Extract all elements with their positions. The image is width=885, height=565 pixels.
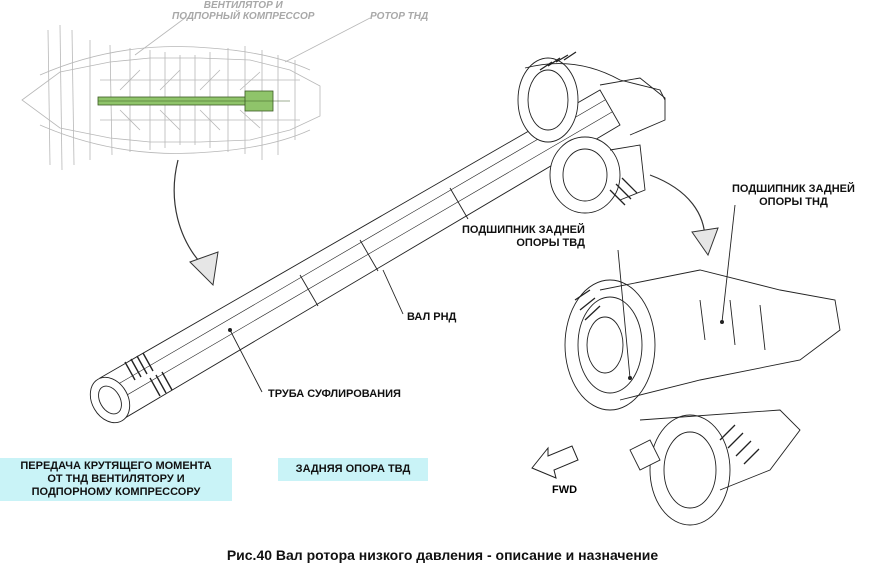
vent-tube-leader-dot [228, 328, 232, 332]
hpt-bearing-leader-dot [628, 376, 632, 380]
hpt-bearing-leader-line [617, 249, 631, 379]
fwd-label: FWD [552, 484, 578, 496]
lpt-rotor-drawing [517, 51, 666, 214]
lp-shaft-drawing [89, 89, 621, 424]
lp-shaft-leader-line [382, 269, 404, 315]
hpt-bearing-label: ПОДШИПНИК ЗАДНЕЙ ОПОРЫ ТВД [462, 224, 585, 249]
vent-tube-label: ТРУБА СУФЛИРОВАНИЯ [268, 388, 401, 400]
curved-arrow-left [173, 159, 219, 287]
figure-caption: Рис.40 Вал ротора низкого давления - опи… [226, 547, 659, 563]
curved-arrow-right [649, 174, 719, 257]
lpt-rotor-label: РОТОР ТНД [370, 11, 429, 22]
lpt-bearing-leader-line [721, 204, 736, 323]
fan-leader-line [134, 17, 186, 56]
torque-transmission-box: ПЕРЕДАЧА КРУТЯЩЕГО МОМЕНТА ОТ ТНД ВЕНТИЛ… [0, 458, 232, 501]
lpt-bearing-leader-dot [720, 320, 724, 324]
rear-support-box: ЗАДНЯЯ ОПОРА ТВД [278, 458, 428, 481]
vent-tube-leader-line [229, 329, 263, 393]
lp-shaft-label: ВАЛ РНД [407, 311, 457, 323]
fwd-arrow-icon [531, 445, 579, 479]
fan-booster-label: ВЕНТИЛЯТОР И ПОДПОРНЫЙ КОМПРЕССОР [172, 0, 315, 22]
lpt-bearing-label: ПОДШИПНИК ЗАДНЕЙ ОПОРЫ ТНД [732, 183, 855, 208]
bearing-detail-drawing [564, 269, 841, 526]
lpt-leader-line [284, 17, 371, 63]
highlighted-lp-shaft [97, 90, 290, 112]
